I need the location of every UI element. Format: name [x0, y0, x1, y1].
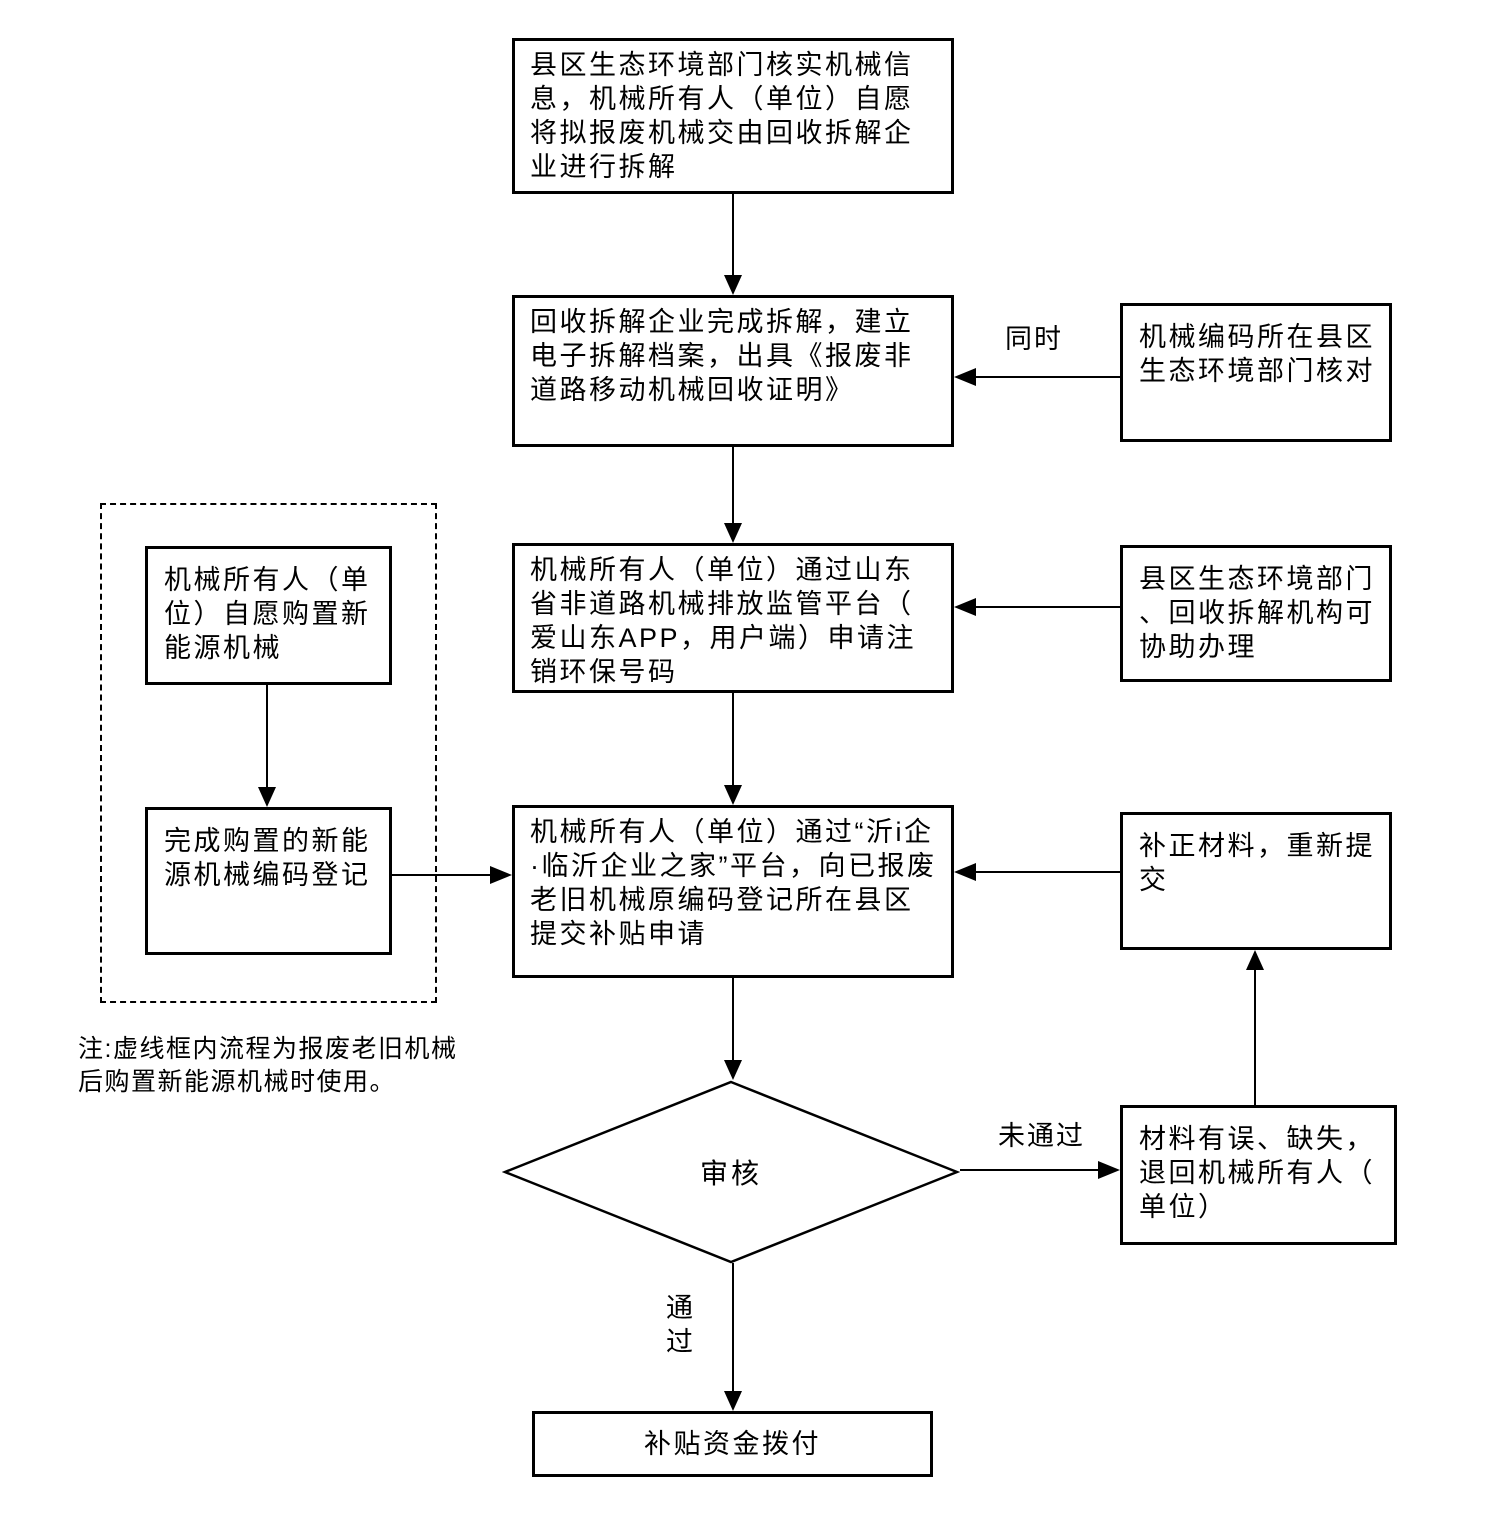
arrowhead-codecheck-to-dismantle	[954, 368, 976, 386]
arrowhead-resubmit-to-apply	[954, 863, 976, 881]
decision-review: 审核	[502, 1080, 960, 1264]
connector-verify-to-dismantle	[732, 194, 734, 275]
connector-codecheck-to-dismantle	[974, 376, 1120, 378]
decision-review-shape	[502, 1080, 960, 1264]
node-dismantle: 回收拆解企业完成拆解，建立电子拆解档案，出具《报废非道路移动机械回收证明》	[512, 295, 954, 447]
arrowhead-apply-to-review	[724, 1060, 742, 1080]
connector-review-to-return	[960, 1169, 1100, 1171]
node-apply: 机械所有人（单位）通过“沂i企·临沂企业之家”平台，向已报废老旧机械原编码登记所…	[512, 805, 954, 978]
node-code-check: 机械编码所在县区生态环境部门核对	[1120, 303, 1392, 442]
dashed-group-frame	[100, 503, 437, 1003]
connector-register-to-apply	[392, 874, 492, 876]
arrowhead-register-to-apply	[490, 866, 512, 884]
node-assist: 县区生态环境部门、回收拆解机构可协助办理	[1120, 545, 1392, 682]
connector-cancel-to-apply	[732, 693, 734, 785]
connector-review-to-payment	[732, 1263, 734, 1391]
connector-resubmit-to-apply	[974, 871, 1120, 873]
connector-dismantle-to-cancel	[732, 447, 734, 523]
connector-purchase-to-register	[266, 685, 268, 787]
note-text: 注:虚线框内流程为报废老旧机械后购置新能源机械时使用。	[78, 1035, 458, 1096]
node-resubmit: 补正材料，重新提交	[1120, 812, 1392, 950]
node-cancel: 机械所有人（单位）通过山东省非道路机械排放监管平台（爱山东APP，用户端）申请注…	[512, 543, 954, 693]
label-simultaneous: 同时	[1005, 324, 1063, 354]
arrowhead-dismantle-to-cancel	[724, 523, 742, 543]
node-payment: 补贴资金拨付	[532, 1411, 933, 1477]
node-return: 材料有误、缺失，退回机械所有人（单位）	[1120, 1105, 1397, 1245]
arrowhead-review-to-payment	[724, 1391, 742, 1411]
arrowhead-cancel-to-apply	[724, 785, 742, 805]
connector-apply-to-review	[732, 978, 734, 1060]
node-verify: 县区生态环境部门核实机械信息，机械所有人（单位）自愿将拟报废机械交由回收拆解企业…	[512, 38, 954, 194]
connector-assist-to-cancel	[974, 606, 1120, 608]
label-fail: 未通过	[998, 1121, 1085, 1151]
node-purchase: 机械所有人（单位）自愿购置新能源机械	[145, 546, 392, 685]
arrowhead-verify-to-dismantle	[724, 275, 742, 295]
connector-return-to-resubmit	[1254, 970, 1256, 1105]
arrowhead-purchase-to-register	[258, 787, 276, 807]
label-pass: 通过	[666, 1293, 693, 1357]
arrowhead-assist-to-cancel	[954, 598, 976, 616]
decision-review-label: 审核	[699, 1158, 762, 1189]
arrowhead-return-to-resubmit	[1246, 950, 1264, 970]
node-register: 完成购置的新能源机械编码登记	[145, 807, 392, 955]
arrowhead-review-to-return	[1098, 1161, 1120, 1179]
